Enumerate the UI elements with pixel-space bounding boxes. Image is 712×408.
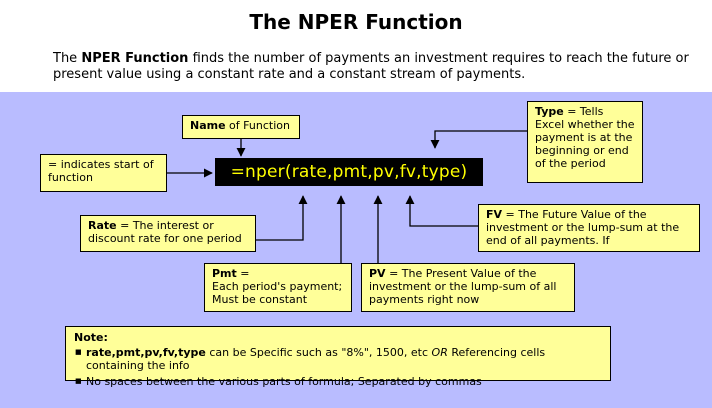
callout-type-text: = Tells Excel whether the payment is at … <box>535 105 635 170</box>
callout-name-bold: Name <box>190 119 226 132</box>
callout-pmt-text-2: Each period's payment; Must be constant <box>212 280 343 306</box>
callout-fv: FV = The Future Value of the investment … <box>478 204 700 252</box>
callout-pmt-bold: Pmt <box>212 267 237 280</box>
note-item1-post: Referencing cells containing the info <box>86 346 546 372</box>
callout-name: Name of Function <box>182 115 300 139</box>
page-title: The NPER Function <box>249 10 463 34</box>
callout-start-text: = indicates start of function <box>48 158 154 184</box>
formula-display: =nper(rate,pmt,pv,fv,type) <box>215 158 483 186</box>
callout-pv-bold: PV <box>369 267 386 280</box>
intro-bold: NPER Function <box>81 51 189 66</box>
note-list: rate,pmt,pv,fv,type can be Specific such… <box>74 346 602 388</box>
callout-rate: Rate = The interest or discount rate for… <box>80 215 256 252</box>
callout-start: = indicates start of function <box>40 154 167 192</box>
note-item1-or: OR <box>431 346 448 359</box>
note-item1-pre: can be Specific such as "8%", 1500, etc <box>205 346 432 359</box>
callout-pmt-text-1: = <box>236 267 250 280</box>
note-box: Note: rate,pmt,pv,fv,type can be Specifi… <box>65 326 611 388</box>
callout-pv-text: = The Present Value of the investment or… <box>369 267 557 306</box>
callout-type: Type = Tells Excel whether the payment i… <box>527 101 643 183</box>
intro-paragraph: The NPER Function finds the number of pa… <box>53 51 693 83</box>
callout-name-text: of Function <box>225 119 290 132</box>
callout-fv-bold: FV <box>486 208 503 221</box>
callout-type-bold: Type <box>535 105 564 118</box>
note-item-1: rate,pmt,pv,fv,type can be Specific such… <box>75 346 602 372</box>
callout-pmt: Pmt = Each period's payment; Must be con… <box>204 263 352 312</box>
callout-pv: PV = The Present Value of the investment… <box>361 263 575 312</box>
note-item1-bold: rate,pmt,pv,fv,type <box>86 346 206 359</box>
callout-rate-text: = The interest or discount rate for one … <box>88 219 242 245</box>
note-heading: Note: <box>74 331 108 344</box>
intro-prefix: The <box>53 51 82 66</box>
note-item-2: No spaces between the various parts of f… <box>75 375 602 388</box>
callout-fv-text: = The Future Value of the investment or … <box>486 208 680 247</box>
intro-suffix: finds the number of payments an investme… <box>53 51 689 82</box>
callout-rate-bold: Rate <box>88 219 117 232</box>
